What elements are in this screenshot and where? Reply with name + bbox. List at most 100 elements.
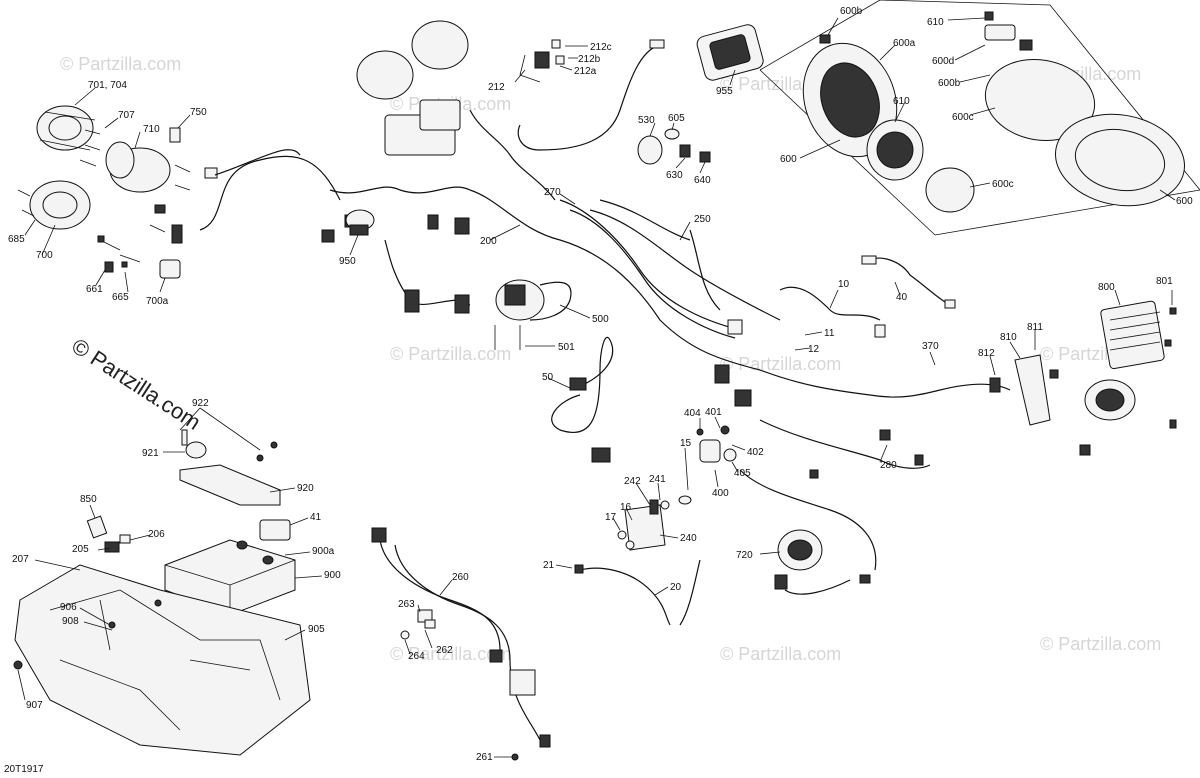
bracket-240: [617, 495, 692, 551]
cable-270: [559, 199, 743, 339]
callout-501: 501: [558, 342, 575, 353]
callout-900a: 900a: [312, 546, 335, 557]
callout-261: 261: [476, 752, 493, 763]
leader-lines: [17, 17, 1176, 758]
callout-600b-top: 600b: [840, 6, 863, 17]
light-720: [774, 529, 851, 595]
callout-206: 206: [148, 529, 165, 540]
callout-640: 640: [694, 175, 711, 186]
electronic-module-800: [1100, 300, 1177, 370]
headlight-assembly-upper: [36, 105, 96, 151]
callout-922: 922: [192, 398, 209, 409]
callout-750: 750: [190, 107, 207, 118]
callout-16: 16: [620, 502, 632, 513]
callout-20: 20: [670, 582, 682, 593]
callout-labels: 701, 704 707 750 710 685 700 661 665 700…: [8, 6, 1193, 763]
callout-600d: 600d: [932, 56, 954, 67]
callout-610-a: 610: [893, 96, 910, 107]
callout-241: 241: [649, 474, 666, 485]
callout-280: 280: [880, 460, 897, 471]
callout-205: 205: [72, 544, 89, 555]
light-bracket-810: [989, 354, 1177, 456]
callout-530: 530: [638, 115, 655, 126]
callout-207: 207: [12, 554, 29, 565]
callout-370: 370: [922, 341, 939, 352]
callout-240: 240: [680, 533, 697, 544]
callout-665: 665: [112, 292, 129, 303]
callout-600-right: 600: [1176, 196, 1193, 207]
battery-900: [164, 519, 296, 616]
callout-12: 12: [808, 344, 820, 355]
callout-906: 906: [60, 602, 77, 613]
callout-404: 404: [684, 408, 701, 419]
instrument-cluster-group: [759, 0, 1200, 236]
callout-401: 401: [705, 407, 722, 418]
callout-685: 685: [8, 234, 25, 245]
connector-850: [86, 515, 131, 553]
callout-811: 811: [1027, 322, 1043, 333]
callout-405: 405: [734, 468, 751, 479]
callout-812: 812: [978, 348, 995, 359]
callout-50: 50: [542, 372, 554, 383]
callout-950: 950: [339, 256, 356, 267]
callout-800: 800: [1098, 282, 1115, 293]
callout-610-top: 610: [927, 17, 944, 28]
callout-402: 402: [747, 447, 764, 458]
relay-700a: [159, 224, 183, 279]
control-module-cluster: [356, 20, 469, 156]
callout-600b-right: 600b: [938, 78, 961, 89]
watermark: © Partzilla.com: [390, 344, 511, 364]
callout-15: 15: [680, 438, 692, 449]
diagram-code: 20T1917: [4, 764, 44, 775]
callout-661: 661: [86, 284, 103, 295]
callout-850: 850: [80, 494, 97, 505]
callout-263: 263: [398, 599, 415, 610]
callout-905: 905: [308, 624, 325, 635]
harness-260: [371, 527, 551, 761]
headlight-assembly-lower: [29, 180, 91, 230]
callout-200: 200: [480, 236, 497, 247]
callout-270: 270: [544, 187, 561, 198]
harness-50: [551, 336, 614, 463]
callout-600c-bottom: 600c: [992, 179, 1014, 190]
cable-250: [589, 209, 781, 321]
callout-212c: 212c: [590, 42, 612, 53]
watermark-emphasized: © Partzilla.com: [67, 333, 205, 435]
callout-908: 908: [62, 616, 79, 627]
callout-700a: 700a: [146, 296, 169, 307]
callout-21: 21: [543, 560, 555, 571]
callout-605: 605: [668, 113, 685, 124]
headlight-motor: [105, 141, 171, 214]
callout-700: 700: [36, 250, 53, 261]
watermark: © Partzilla.com: [720, 354, 841, 374]
switch-500: [494, 279, 572, 350]
watermark: © Partzilla.com: [390, 644, 511, 664]
callout-630: 630: [666, 170, 683, 181]
callout-600a: 600a: [893, 38, 916, 49]
callout-264: 264: [408, 651, 425, 662]
callout-212b: 212b: [578, 54, 601, 65]
callout-900: 900: [324, 570, 341, 581]
watermark: © Partzilla.com: [720, 644, 841, 664]
callout-10: 10: [838, 279, 850, 290]
callout-500: 500: [592, 314, 609, 325]
callout-262: 262: [436, 645, 453, 656]
battery-bracket-920: [179, 429, 281, 506]
callout-40: 40: [896, 292, 908, 303]
callout-955: 955: [716, 86, 733, 97]
connector-kit-212: [519, 39, 588, 83]
main-wiring-harness: [199, 109, 1011, 571]
callout-260: 260: [452, 572, 469, 583]
callout-921: 921: [142, 448, 159, 459]
callout-801: 801: [1156, 276, 1173, 287]
gps-display-955: [517, 24, 764, 151]
callout-920: 920: [297, 483, 314, 494]
callout-600-left: 600: [780, 154, 797, 165]
cable-20: [574, 559, 701, 626]
callout-810: 810: [1000, 332, 1017, 343]
callout-41: 41: [310, 512, 322, 523]
callout-720: 720: [736, 550, 753, 561]
callout-907: 907: [26, 700, 43, 711]
switch-assembly-530: [637, 128, 711, 165]
watermark: © Partzilla.com: [1040, 634, 1161, 654]
